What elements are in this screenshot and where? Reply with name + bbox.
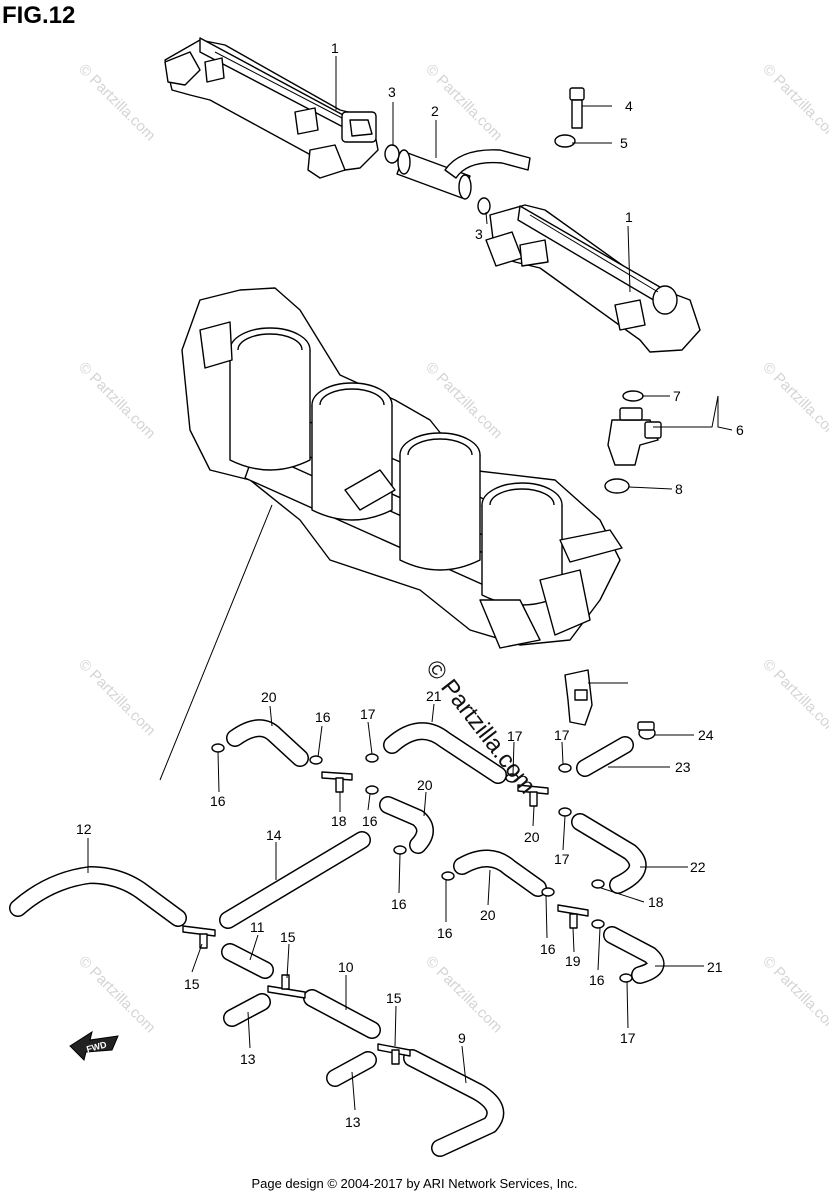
callout-16: 16 [437,925,453,941]
callout-19: 20 [524,829,540,845]
watermark: © Partzilla.com [75,656,158,739]
callout-22: 23 [675,759,691,775]
callout-20: 20 [417,777,433,793]
watermark: © Partzilla.com [759,61,829,144]
o-ring [384,144,400,164]
fuel-connector-pipe [396,149,531,200]
watermark: © Partzilla.com [75,359,158,442]
callout-6: 6 [736,422,744,438]
callout-1: 1 [331,40,339,56]
t-fitting [391,1049,400,1065]
callout-17: 18 [648,894,664,910]
callout-17: 17 [360,706,376,722]
callout-20: 20 [480,907,496,923]
callout-14: 14 [266,827,282,843]
t-fitting [281,974,290,990]
watermark: © Partzilla.com [422,953,505,1036]
assembly-leader [159,504,273,781]
t-fitting [182,925,216,937]
callout-3: 3 [388,84,396,100]
hose-clamp [365,785,379,795]
callout-16: 16 [540,941,556,957]
watermark: © Partzilla.com [759,953,829,1036]
washer [554,134,576,148]
hose-clip [637,721,656,740]
callout-7: 7 [673,388,681,404]
t-fitting [529,791,538,807]
t-fitting [335,777,344,793]
callout-1: 1 [625,209,633,225]
bolt [569,87,585,129]
hose-clamp [591,919,605,929]
hose-clamp [309,755,323,765]
callout-21: 22 [690,859,706,875]
page-footer: Page design © 2004-2017 by ARI Network S… [251,1176,578,1191]
injector-cushion [604,478,630,494]
callout-3: 3 [475,226,483,242]
throttle-body-assembly [181,287,623,649]
injector-seal [622,390,644,402]
hose-group [9,719,665,1157]
callout-13: 13 [240,1051,256,1067]
watermark: © Partzilla.com [759,359,829,442]
fuel-delivery-pipe-lower [485,204,701,353]
callout-20: 20 [261,689,277,705]
callout-leaders [87,56,733,1111]
callout-21: 21 [426,688,442,704]
t-fitting [569,913,578,929]
hose-clamp [558,807,572,817]
t-fitting [321,771,353,781]
callout-12: 12 [76,821,92,837]
hose-clamp [211,743,225,753]
callout-16: 16 [315,709,331,725]
callout-9: 9 [458,1030,466,1046]
callout-16: 16 [362,813,378,829]
callout-2: 2 [431,103,439,119]
callout-15: 15 [280,929,296,945]
watermark: © Partzilla.com [75,61,158,144]
callout-4: 4 [625,98,633,114]
fwd-direction-badge: FWD [69,1030,119,1061]
hose-clamp [365,753,379,763]
callout-17: 17 [507,728,523,744]
callout-17: 17 [554,727,570,743]
t-fitting [557,904,589,917]
hose-clamp [393,845,407,855]
callout-15: 15 [386,990,402,1006]
fuel-injector [607,407,662,466]
hose-clamp [558,763,572,773]
fuel-delivery-pipe-upper [164,37,379,179]
callout-8: 8 [675,481,683,497]
callout-15: 15 [184,976,200,992]
callout-10: 10 [338,959,354,975]
hose-clamp [541,887,555,897]
hose-clamp [619,973,633,983]
callout-5: 5 [620,135,628,151]
watermark: © Partzilla.com [75,953,158,1036]
callout-20: 21 [707,959,723,975]
callout-13: 13 [345,1114,361,1130]
callout-11: 11 [250,919,265,935]
figure-title: FIG.12 [2,2,76,29]
callout-16: 17 [620,1030,636,1046]
callout-17: 17 [554,851,570,867]
callout-16: 16 [391,896,407,912]
callout-18: 19 [565,953,581,969]
t-fitting [267,985,306,999]
watermark: © Partzilla.com [759,656,829,739]
t-fitting [199,933,208,949]
parts-diagram: © Partzilla.com © Partzilla.com © Partzi… [9,37,829,1157]
t-fitting [517,784,549,795]
hose-clamp [505,773,519,783]
hose-clamp [591,879,605,889]
clamp-bracket [564,669,593,726]
callout-23: 24 [698,727,714,743]
callout-18: 18 [331,813,347,829]
hose-clamp [441,871,455,881]
callout-16: 16 [589,972,605,988]
callout-16: 16 [210,793,226,809]
o-ring [477,197,491,215]
callout-labels: 1 1 2 3 3 4 5 6 7 8 9 10 11 12 13 13 14 … [76,40,744,1130]
